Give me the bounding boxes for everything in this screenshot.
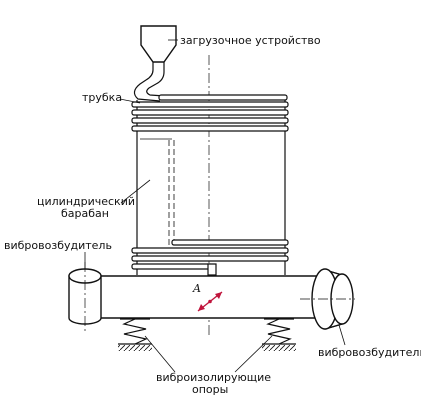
vibration-arrow — [197, 291, 223, 312]
tube-coils-bottom — [131, 239, 289, 276]
drum-label-line1: цилиндрический — [37, 195, 135, 208]
supports-label-line1: виброизолирующие — [156, 371, 271, 384]
right-exciter-label: вибровозбудитель — [318, 346, 421, 359]
left-exciter-label: вибровозбудитель — [4, 239, 112, 252]
right-support — [262, 318, 296, 351]
hopper — [133, 25, 181, 102]
tube-label: трубка — [82, 91, 122, 104]
point-a-label: A — [192, 282, 201, 295]
drum-label-line2: барабан — [61, 207, 109, 220]
leader-lines — [84, 39, 346, 373]
left-support — [118, 318, 152, 351]
tube-coils-top — [131, 94, 289, 132]
hopper-label: загрузочное устройство — [180, 34, 321, 47]
supports-label-line2: опоры — [192, 383, 228, 396]
left-exciter — [68, 262, 102, 332]
right-exciter — [300, 268, 355, 330]
platform — [83, 275, 327, 319]
